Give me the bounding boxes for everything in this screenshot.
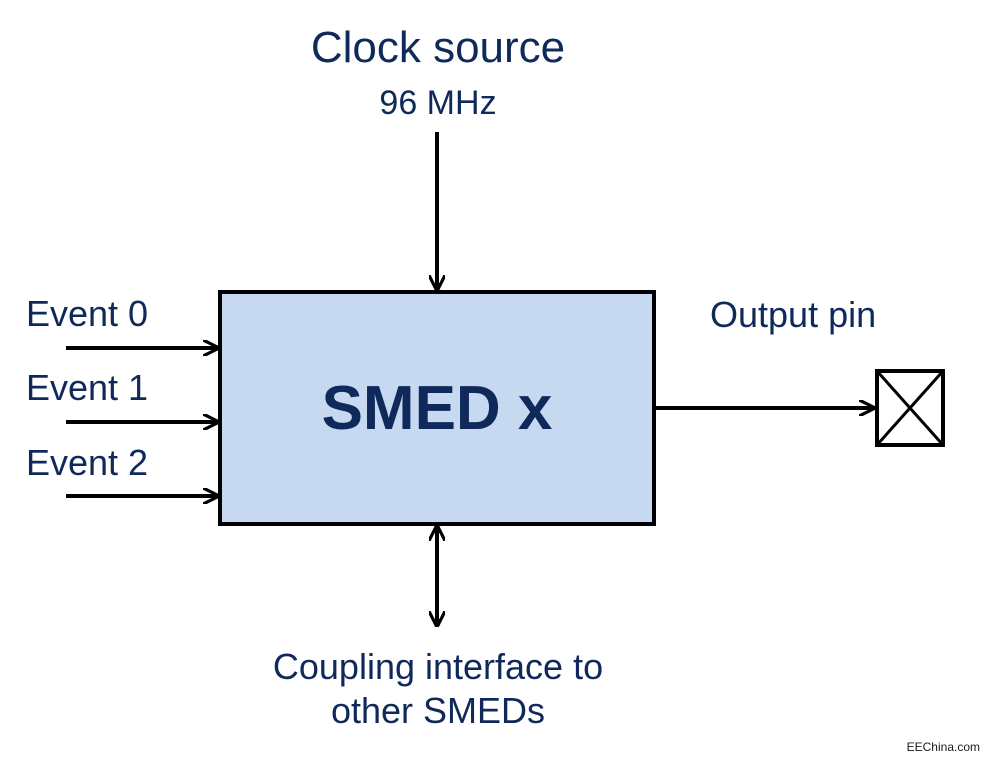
coupling-line-2: other SMEDs: [330, 690, 546, 731]
coupling-interface-label: Coupling interface to other SMEDs: [0, 645, 876, 733]
crossed-box-pin-icon: [875, 369, 945, 447]
smed-block: [218, 290, 656, 526]
watermark: EEChina.com: [906, 740, 980, 754]
event-2-label: Event 2: [26, 442, 149, 483]
event-0-label: Event 0: [26, 293, 149, 334]
clock-frequency-label: 96 MHz: [379, 84, 497, 122]
clock-source-label: Clock source: [310, 23, 566, 72]
event-1-label: Event 1: [26, 367, 149, 408]
smed-block-label: SMED x: [321, 373, 553, 443]
output-pin-label: Output pin: [710, 294, 877, 335]
coupling-line-1: Coupling interface to: [272, 646, 604, 687]
